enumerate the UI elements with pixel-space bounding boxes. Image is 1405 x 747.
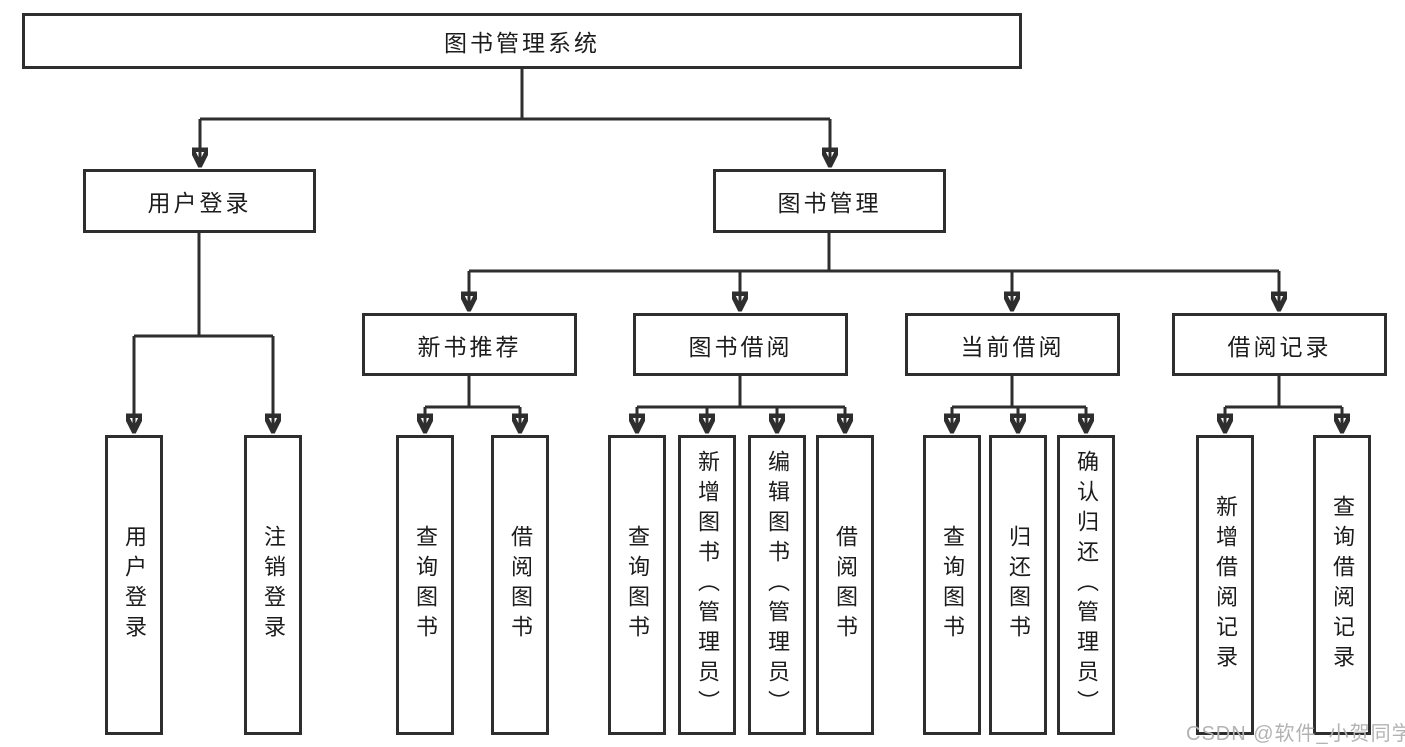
node-user-login: 用户登录: [83, 169, 316, 233]
node-current-borrowing: 当前借阅: [905, 313, 1120, 376]
node-label: 编辑图书（管理员）: [765, 450, 790, 720]
leaf-user-login: 用户登录: [105, 435, 163, 735]
node-label: 新增图书（管理员）: [695, 450, 720, 720]
leaf-query-borrow-record: 查询借阅记录: [1313, 435, 1371, 735]
leaf-edit-book-admin: 编辑图书（管理员）: [748, 435, 806, 735]
leaf-logout: 注销登录: [244, 435, 302, 735]
node-label: 注销登录: [261, 525, 286, 645]
node-label: 图书借阅: [688, 333, 793, 360]
node-label: 图书管理: [777, 190, 882, 216]
leaf-borrow-books-borrowing: 借阅图书: [816, 435, 874, 735]
node-label: 查询图书: [413, 525, 438, 645]
leaf-confirm-return-admin: 确认归还（管理员）: [1057, 435, 1115, 735]
leaf-add-borrow-record: 新增借阅记录: [1196, 435, 1254, 735]
node-label: 新书推荐: [417, 333, 522, 360]
node-label: 用户登录: [147, 190, 252, 216]
node-new-book-recommend: 新书推荐: [362, 313, 577, 376]
leaf-query-books-current: 查询图书: [923, 435, 981, 735]
node-label: 归还图书: [1006, 525, 1031, 645]
leaf-query-books-recommend: 查询图书: [396, 435, 454, 735]
node-label: 用户登录: [122, 525, 147, 645]
leaf-query-books-borrowing: 查询图书: [608, 435, 666, 735]
node-label: 借阅图书: [833, 525, 858, 645]
node-label: 确认归还（管理员）: [1074, 450, 1099, 720]
node-label: 当前借阅: [960, 333, 1065, 360]
node-book-management: 图书管理: [713, 169, 946, 233]
leaf-add-book-admin: 新增图书（管理员）: [678, 435, 736, 735]
leaf-borrow-books-recommend: 借阅图书: [491, 435, 549, 735]
node-label: 查询借阅记录: [1330, 495, 1355, 675]
node-label: 借阅记录: [1227, 333, 1332, 360]
node-label: 借阅图书: [508, 525, 533, 645]
node-label: 图书管理系统: [444, 30, 600, 56]
leaf-return-book: 归还图书: [989, 435, 1047, 735]
node-label: 查询图书: [625, 525, 650, 645]
node-library-management-system: 图书管理系统: [22, 13, 1022, 69]
csdn-watermark: CSDN @软件_小贺同学: [1186, 723, 1405, 745]
node-book-borrowing: 图书借阅: [633, 313, 848, 376]
node-label: 新增借阅记录: [1213, 495, 1238, 675]
node-label: 查询图书: [940, 525, 965, 645]
node-borrowing-records: 借阅记录: [1172, 313, 1387, 376]
